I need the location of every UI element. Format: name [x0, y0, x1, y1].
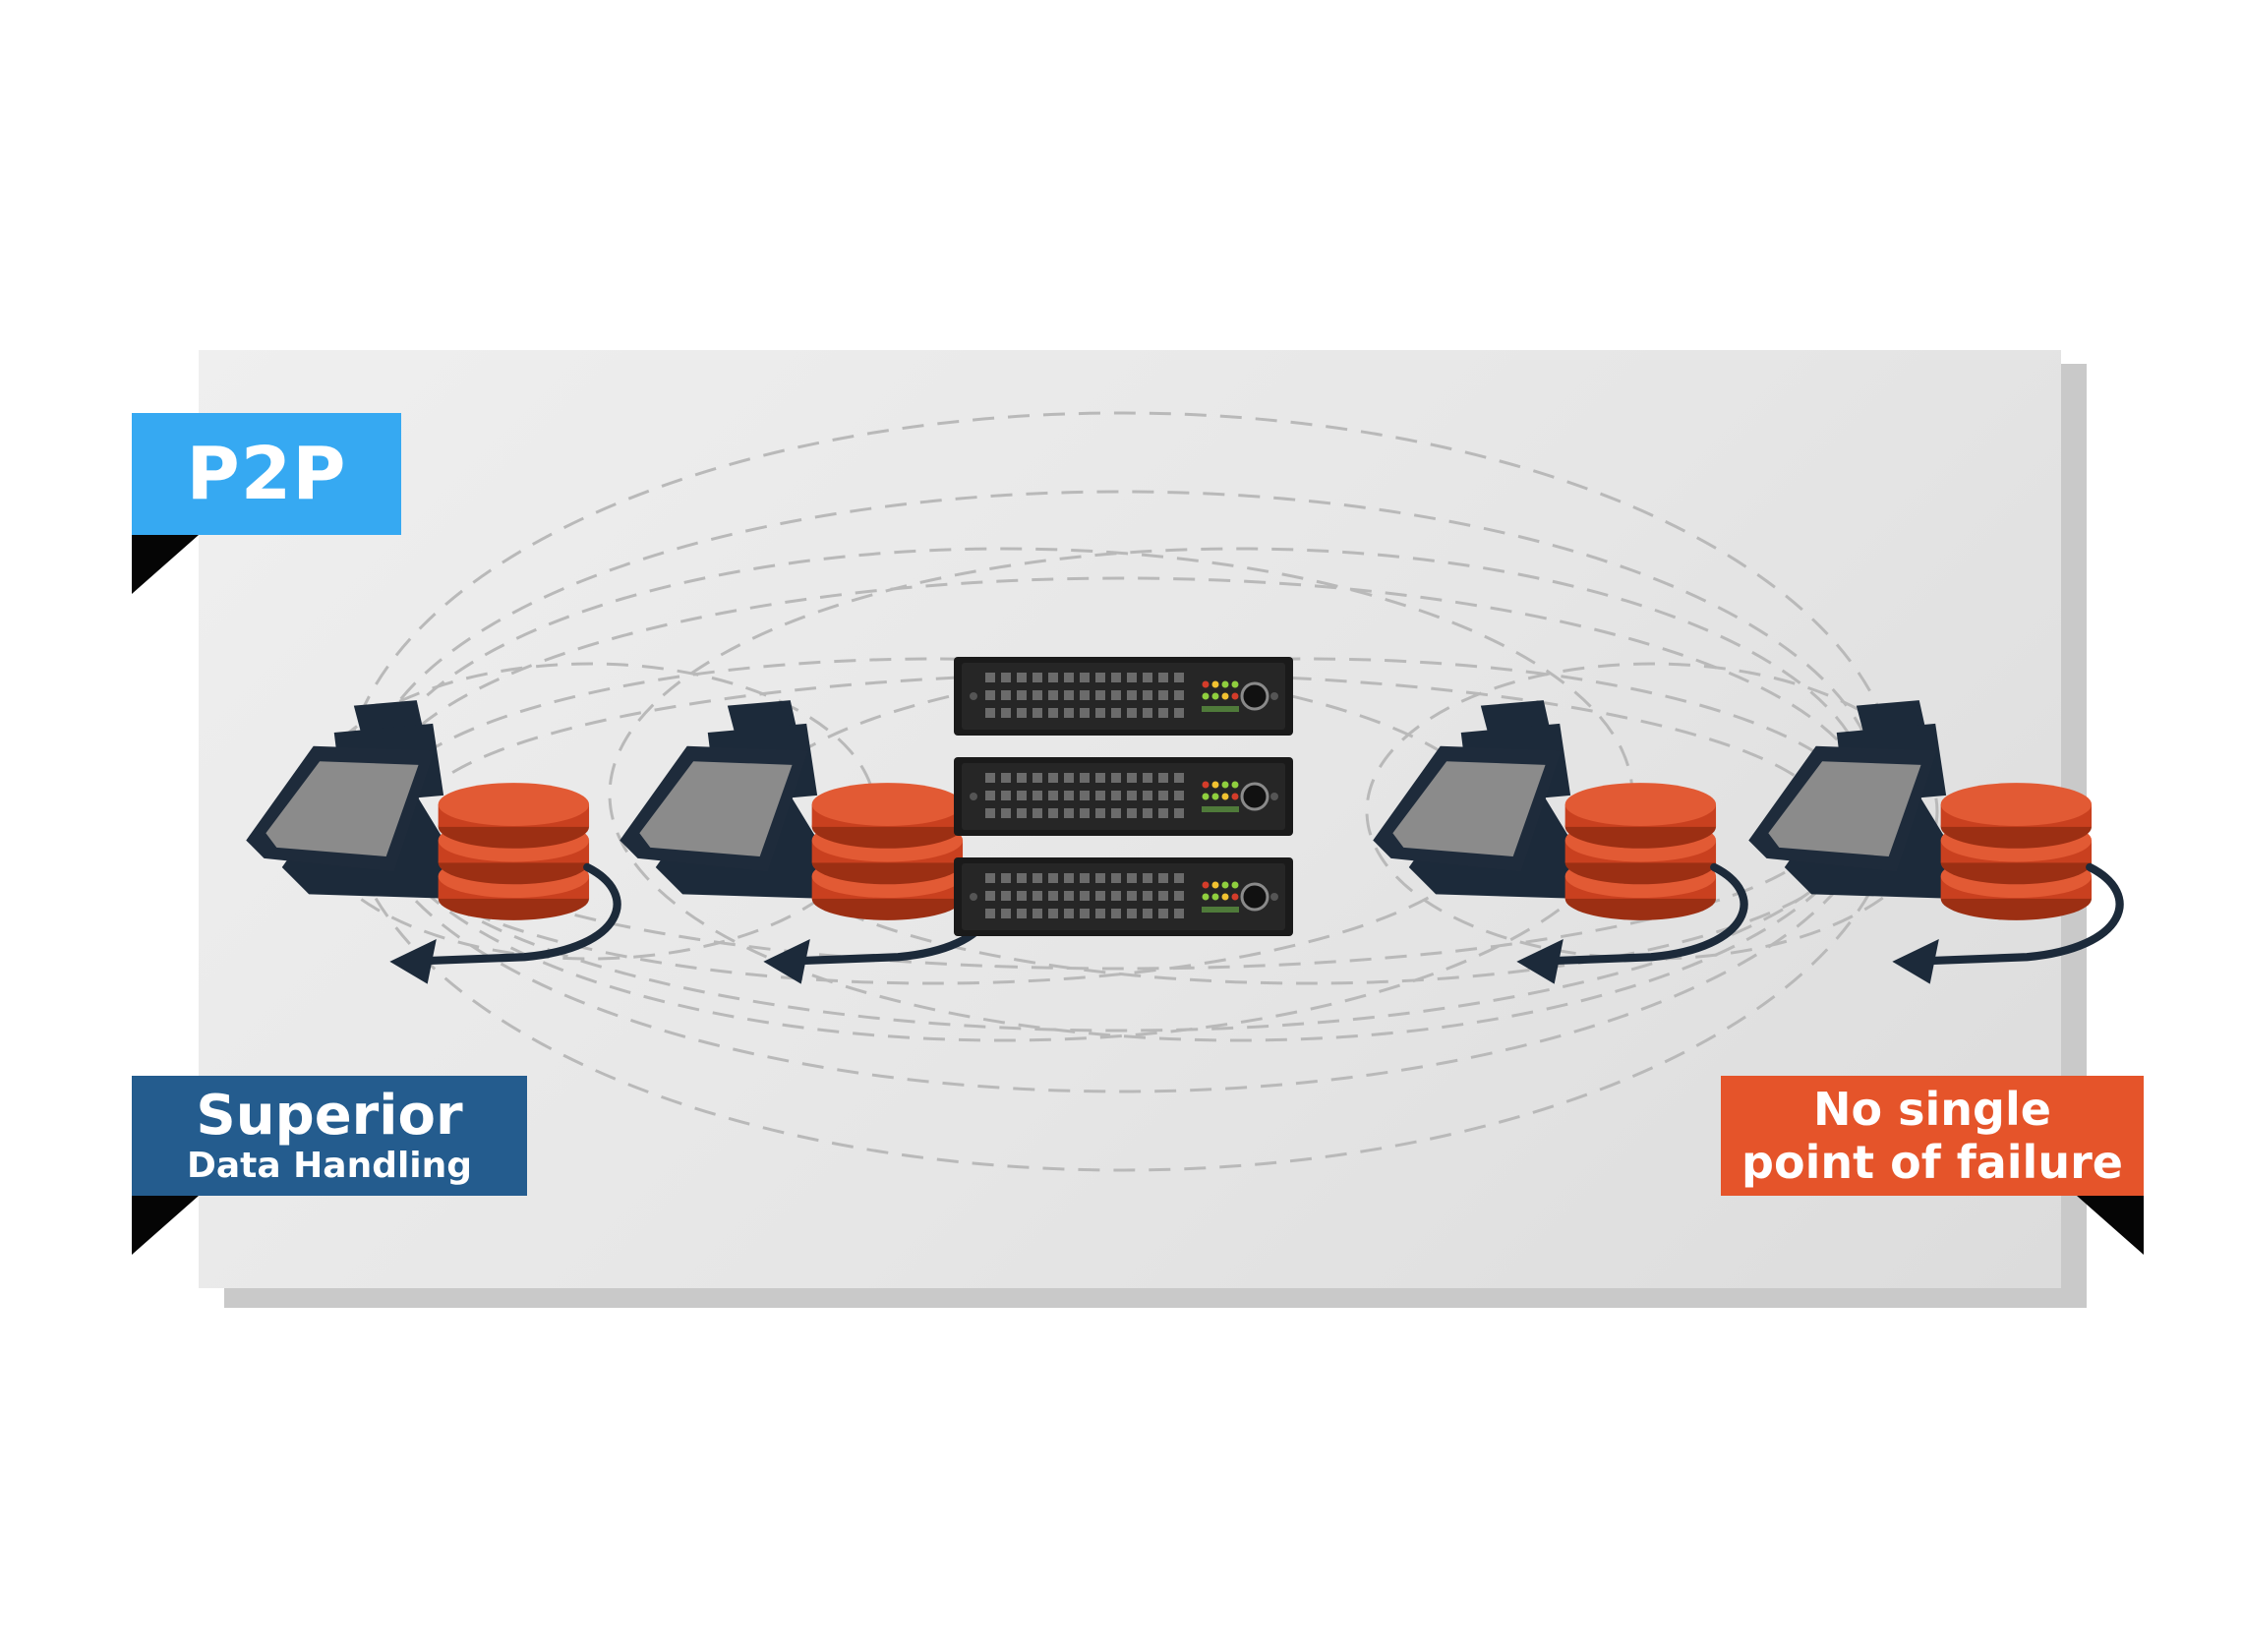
server-unit-1 — [952, 655, 1295, 738]
superior-tag-line2: Data Handling — [186, 1146, 473, 1186]
superior-tag-fold — [132, 1196, 199, 1255]
server-unit-3 — [952, 856, 1295, 938]
pos-terminal-icon — [1748, 700, 2119, 984]
server-rack-icon — [952, 655, 1295, 938]
p2p-tag: P2P — [132, 413, 401, 535]
connection-link — [1365, 662, 1939, 961]
pos-terminal-icon — [1373, 700, 1743, 984]
nospof-tag-line1: No single — [1813, 1083, 2051, 1136]
nospof-tag-line2: point of failure — [1741, 1136, 2123, 1189]
nospof-tag-fold — [2077, 1196, 2144, 1255]
pos-terminal-icon — [620, 700, 990, 984]
p2p-tag-fold — [132, 535, 199, 594]
pos-terminal-icon — [246, 700, 617, 984]
server-unit-2 — [952, 755, 1295, 838]
superior-data-handling-tag: Superior Data Handling — [132, 1076, 527, 1196]
pos-node-1 — [228, 674, 641, 998]
no-single-point-of-failure-tag: No single point of failure — [1721, 1076, 2144, 1196]
superior-tag-line1: Superior — [196, 1084, 463, 1148]
pos-node-3 — [1355, 674, 1768, 998]
pos-node-4 — [1731, 674, 2144, 998]
